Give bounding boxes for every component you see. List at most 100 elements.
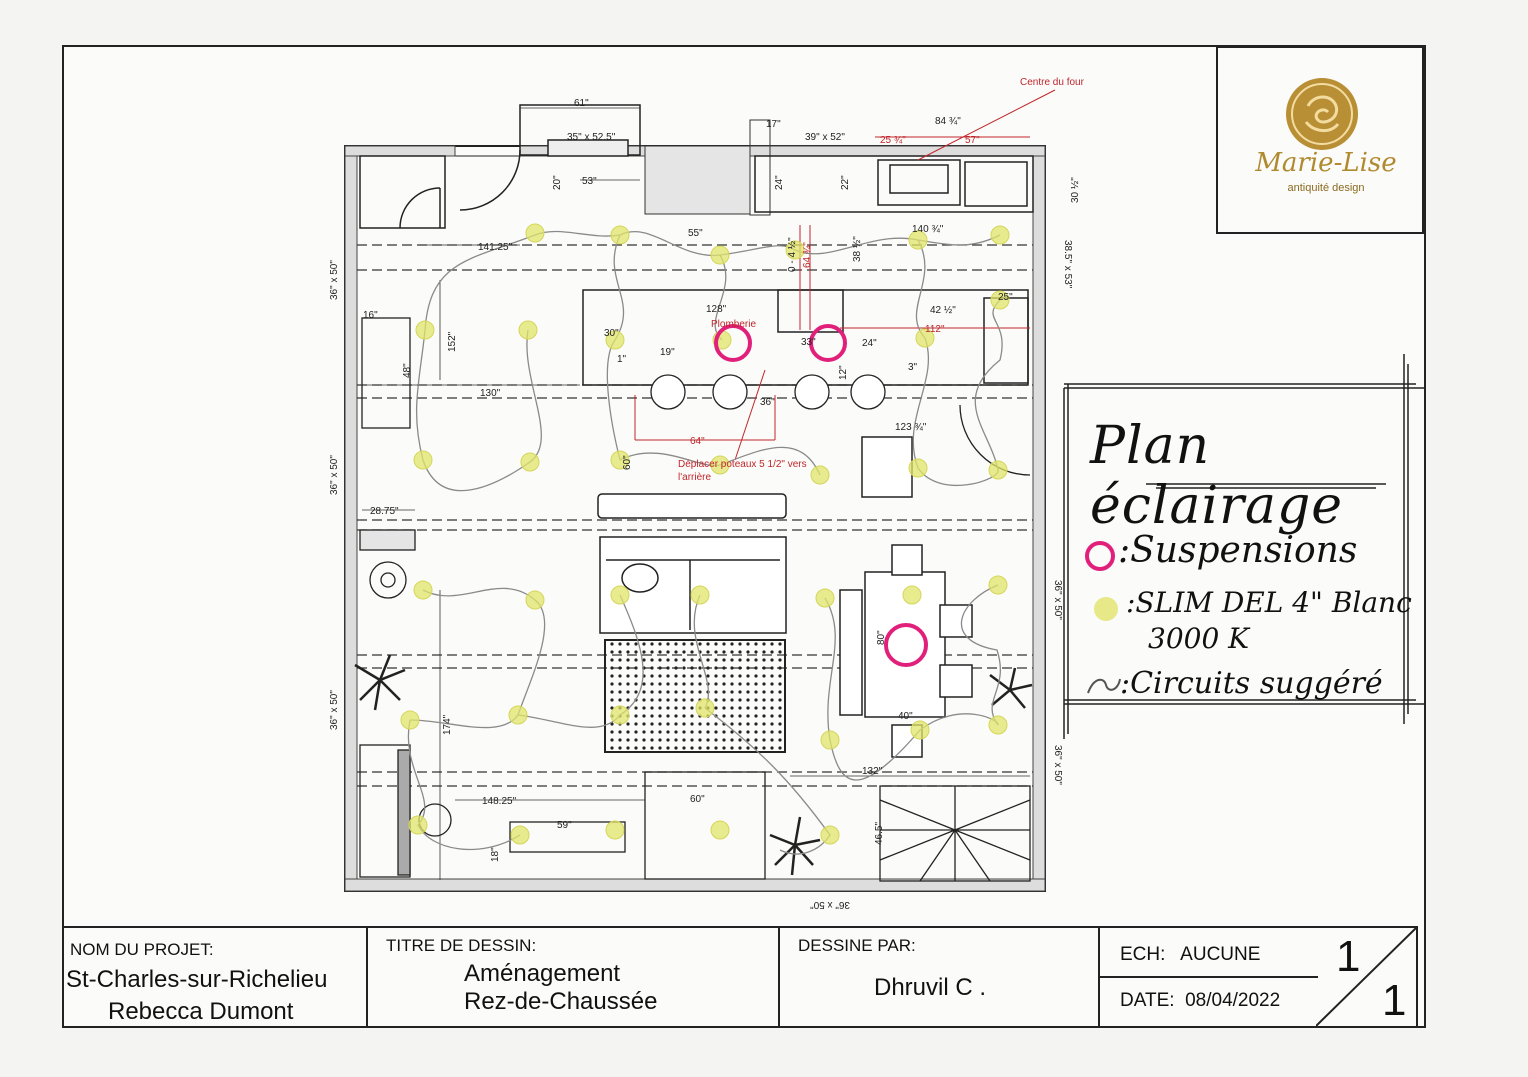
drawing-title-cell: TITRE DE DESSIN: Aménagement Rez-de-Chau… (368, 928, 780, 1026)
dim-39x52: 39" x 52" (805, 132, 845, 143)
stairs (879, 785, 1031, 882)
client-name: Rebecca Dumont (108, 998, 294, 1025)
dim-12: 12" (838, 365, 849, 380)
dim-24: 24" (774, 175, 785, 190)
dim-35x52: 35" x 52.5" (567, 132, 616, 143)
dimension-lines (360, 107, 1030, 880)
dim-20: 20" (552, 175, 563, 190)
wall-hatch (344, 145, 1046, 892)
rug (604, 639, 786, 753)
drawing-title-line1: Aménagement (464, 960, 621, 987)
drawing-title-line2: Rez-de-Chaussée (464, 988, 658, 1015)
dim-60b: 60" (690, 794, 705, 805)
deplacer-note-2: l'arrière (678, 472, 711, 483)
dim-25: 25 ¾" (880, 135, 906, 146)
dim-130: 130" (480, 388, 501, 399)
legend-circuits: :Circuits suggéré (1120, 666, 1383, 701)
dim-36e: 36" x 50" (810, 899, 850, 910)
left-unit (359, 317, 416, 599)
dim-140: 140 ¾" (912, 224, 944, 235)
centre-four-note: Centre du four (1020, 77, 1085, 88)
legend-slim-line2: 3000 K (1148, 622, 1250, 655)
dim-36c: 36" x 50" (1052, 580, 1063, 620)
drawing-title-label: TITRE DE DESSIN: (386, 936, 537, 955)
kitchen-counter (754, 155, 1034, 213)
dim-38: 38 ½" (852, 236, 863, 262)
dim-36d: 36" x 50" (329, 690, 340, 730)
logo-medallion-icon (1286, 78, 1358, 150)
dim-385: 38.5" x 53" (1062, 240, 1073, 289)
circuit-legend-icon (1087, 678, 1121, 694)
deplacer-note: Déplacer poteaux 5 1/2" vers (678, 459, 807, 470)
dim-152: 152" (447, 331, 458, 352)
dim-24b: 24" (862, 338, 877, 349)
dimension-labels: 61" 35" x 52.5" 53" 17" 39" x 52" 84 ¾" … (329, 98, 1081, 910)
piano (359, 744, 766, 880)
plomberie-note: Plomberie (711, 319, 756, 330)
legend-frame (1063, 354, 1426, 739)
dim-36a: 36" x 50" (329, 260, 340, 300)
title-block: NOM DU PROJET: St-Charles-sur-Richelieu … (62, 926, 1418, 1028)
sheet-number-box (1316, 928, 1417, 1027)
project-name: St-Charles-sur-Richelieu (66, 966, 328, 993)
dim-64: 64" (690, 436, 705, 447)
dim-40: 40" (898, 711, 913, 722)
closet (359, 104, 641, 229)
dim-132: 132" (862, 766, 883, 777)
project-cell: NOM DU PROJET: St-Charles-sur-Richelieu … (64, 928, 368, 1026)
pendant-lights (714, 324, 928, 667)
dim-16: 16" (363, 310, 378, 321)
dim-36b: 36" x 50" (329, 455, 340, 495)
dim-112: 112" (925, 324, 945, 335)
dim-42: 42 ½" (930, 305, 956, 316)
sheet-total: 1 (1382, 976, 1407, 1025)
dim-18: 18" (490, 847, 501, 862)
dim-123: 123 ¾" (895, 422, 927, 433)
dim-2875: 28.75" (370, 506, 399, 517)
led-legend-icon (1094, 597, 1118, 621)
dim-59: 59" (557, 820, 572, 831)
drawn-by-cell: DESSINE PAR: Dhruvil C . (780, 928, 1100, 1026)
dim-30: 30" (604, 328, 619, 339)
dim-33: 33" (801, 337, 816, 348)
led-lights (400, 223, 1010, 845)
right-door (959, 404, 1031, 476)
logo-tagline: antiquité design (1287, 182, 1365, 194)
logo-box: Marie-Lise antiquité design (1216, 46, 1424, 234)
dim-1: 1" (617, 354, 627, 365)
legend: Plan éclairage :Suspensions :SLIM DEL 4"… (1063, 354, 1426, 739)
project-label: NOM DU PROJET: (70, 940, 214, 959)
dim-3: 3" (908, 362, 918, 373)
dim-61: 61" (574, 98, 589, 109)
pendant-legend-icon (1085, 541, 1115, 571)
dim-17: 17" (766, 119, 781, 130)
dim-22: 22" (840, 175, 851, 190)
date-text: DATE: 08/04/2022 (1120, 990, 1281, 1011)
dim-80: 80" (876, 630, 887, 645)
scale-date-cell: ECH: AUCUNE DATE: 08/04/2022 (1100, 928, 1320, 1026)
bar-stools (650, 374, 886, 410)
dim-25b: 25" (998, 292, 1013, 303)
legend-suspensions: :Suspensions (1118, 530, 1358, 571)
legend-slim-line1: :SLIM DEL 4" Blanc (1126, 586, 1412, 619)
dim-19: 19" (660, 347, 675, 358)
dim-30: 30 ½" (1070, 177, 1081, 203)
plants (354, 654, 1033, 876)
sheet-number: 1 (1336, 932, 1361, 981)
dim-36: 36" (760, 397, 775, 408)
drawn-by-name: Dhruvil C . (874, 974, 987, 1001)
dim-465: 46.5" (874, 822, 885, 845)
dim-36f: 36" x 50" (1052, 745, 1063, 785)
dim-128: 128" (706, 304, 727, 315)
dim-174: 174" (442, 714, 453, 735)
fridge (644, 119, 771, 216)
scale-divider (1100, 976, 1318, 978)
logo-brand: Marie-Lise (1255, 148, 1397, 178)
dim-48: 48" (402, 363, 413, 378)
dim-57: 57" (965, 135, 980, 146)
dim-60: 60" (622, 455, 633, 470)
dim-55: 55" (688, 228, 703, 239)
scale-text: ECH: AUCUNE (1120, 944, 1261, 965)
red-annotations (634, 89, 1056, 461)
